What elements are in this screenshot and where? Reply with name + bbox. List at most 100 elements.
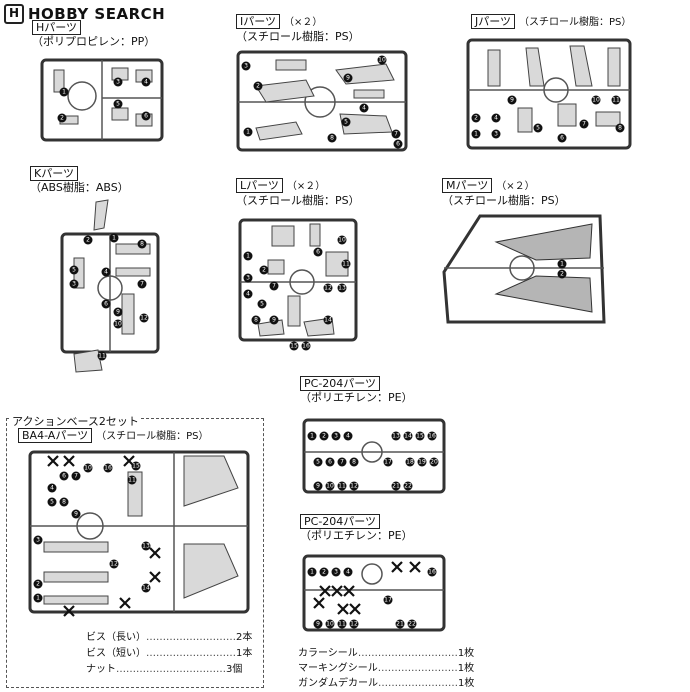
section-i-title: Iパーツ (236, 14, 281, 29)
svg-text:8: 8 (140, 241, 144, 248)
screw-name: ビス（短い） (86, 648, 146, 659)
part-number-badge: 6 (313, 247, 323, 257)
x-mark-icon (337, 603, 349, 615)
section-m-title: Mパーツ (442, 178, 493, 193)
part-number-badge: 6 (325, 457, 335, 467)
svg-text:2: 2 (322, 433, 326, 440)
part-number-badge: 10 (325, 481, 335, 491)
svg-text:3: 3 (494, 131, 498, 138)
section-k-header: Kパーツ （ABS樹脂：ABS） (30, 166, 129, 195)
section-m-material: （スチロール樹脂：PS） (442, 194, 566, 207)
part-number-badge: 21 (391, 481, 401, 491)
screw-name: ビス（長い） (86, 632, 146, 643)
section-h-title: Hパーツ (32, 20, 82, 35)
svg-text:5: 5 (72, 267, 76, 274)
part-number-badge: 16 (301, 341, 311, 351)
svg-text:1: 1 (36, 595, 40, 602)
part-number-badge: 2 (259, 265, 269, 275)
runner-h: 1 2 3 4 5 6 (40, 58, 164, 142)
part-number-badge: 1 (109, 233, 119, 243)
svg-text:10: 10 (378, 57, 386, 64)
svg-text:15: 15 (132, 463, 140, 470)
svg-text:4: 4 (246, 291, 250, 298)
svg-text:10: 10 (84, 465, 92, 472)
runner-j: 2 1 4 3 5 6 7 8 9 10 11 (466, 38, 632, 150)
svg-text:6: 6 (316, 249, 320, 256)
svg-text:1: 1 (62, 89, 66, 96)
sticker-list: カラーシール…………………………1枚 マーキングシール……………………1枚 ガン… (298, 646, 474, 691)
svg-text:3: 3 (244, 63, 248, 70)
svg-text:14: 14 (324, 317, 332, 324)
part-number-badge: 5 (313, 457, 323, 467)
part-number-badge: 3 (69, 279, 79, 289)
svg-text:16: 16 (428, 433, 436, 440)
part-number-badge: 2 (253, 81, 263, 91)
svg-text:5: 5 (536, 125, 540, 132)
svg-text:10: 10 (326, 621, 334, 628)
part-number-badge: 3 (491, 129, 501, 139)
part-number-badge: 15 (131, 461, 141, 471)
runner-l: 1 3 2 4 5 7 8 9 6 10 11 12 13 14 15 16 (238, 218, 358, 351)
svg-text:19: 19 (418, 459, 426, 466)
section-i-header: Iパーツ（×２） （スチロール樹脂：PS） (236, 14, 360, 44)
svg-text:2: 2 (474, 115, 478, 122)
sticker-name: マーキングシール (298, 663, 378, 674)
part-number-badge: 4 (47, 483, 57, 493)
part-number-badge: 8 (251, 315, 261, 325)
svg-text:9: 9 (346, 75, 350, 82)
section-ba4-header: BA4-Aパーツ（スチロール樹脂：PS） (18, 428, 209, 444)
svg-text:1: 1 (560, 261, 564, 268)
part-number-badge: 16 (427, 567, 437, 577)
svg-text:6: 6 (104, 301, 108, 308)
svg-text:11: 11 (338, 483, 346, 490)
svg-text:3: 3 (334, 569, 338, 576)
svg-text:10: 10 (326, 483, 334, 490)
svg-text:2: 2 (322, 569, 326, 576)
action-base-heading: アクションベース2セット (12, 415, 139, 428)
part-number-badge: 16 (427, 431, 437, 441)
svg-text:9: 9 (316, 621, 320, 628)
part-number-badge: 10 (377, 55, 387, 65)
svg-text:20: 20 (430, 459, 438, 466)
svg-text:8: 8 (254, 317, 258, 324)
part-number-badge: 9 (71, 509, 81, 519)
svg-text:7: 7 (140, 281, 144, 288)
part-number-badge: 4 (343, 567, 353, 577)
section-j-material: （スチロール樹脂：PS） (519, 17, 632, 28)
svg-text:7: 7 (74, 473, 78, 480)
svg-text:9: 9 (74, 511, 78, 518)
section-l-title: Lパーツ (236, 178, 283, 193)
part-number-badge: 7 (269, 281, 279, 291)
part-number-badge: 15 (415, 431, 425, 441)
svg-text:17: 17 (384, 459, 392, 466)
x-mark-icon (313, 597, 325, 609)
section-ba4-title: BA4-Aパーツ (18, 428, 93, 443)
x-mark-icon (63, 605, 75, 617)
x-mark-icon (331, 585, 343, 597)
screw-qty: 3個 (226, 664, 243, 675)
part-number-badge: 5 (113, 99, 123, 109)
section-k-title: Kパーツ (30, 166, 78, 181)
svg-text:2: 2 (256, 83, 260, 90)
runner-m: 1 2 (442, 214, 606, 324)
part-number-badge: 1 (307, 431, 317, 441)
svg-text:2: 2 (560, 271, 564, 278)
part-number-badge: 14 (323, 315, 333, 325)
part-number-badge: 17 (383, 595, 393, 605)
svg-text:16: 16 (302, 343, 310, 350)
part-number-badge: 7 (137, 279, 147, 289)
part-number-badge: 1 (59, 87, 69, 97)
part-number-badge: 12 (349, 619, 359, 629)
svg-text:12: 12 (350, 621, 358, 628)
screw-qty: 2本 (236, 632, 253, 643)
part-number-badge: 8 (137, 239, 147, 249)
section-pc2-title: PC-204パーツ (300, 514, 381, 529)
svg-text:3: 3 (246, 275, 250, 282)
section-k-material: （ABS樹脂：ABS） (30, 181, 129, 194)
hobby-search-logo: H HOBBY SEARCH (4, 3, 165, 25)
svg-text:7: 7 (394, 131, 398, 138)
screw-row: ビス（長い）………………………2本 (86, 632, 253, 643)
svg-text:9: 9 (272, 317, 276, 324)
part-number-badge: 1 (33, 593, 43, 603)
section-l-material: （スチロール樹脂：PS） (236, 194, 360, 207)
